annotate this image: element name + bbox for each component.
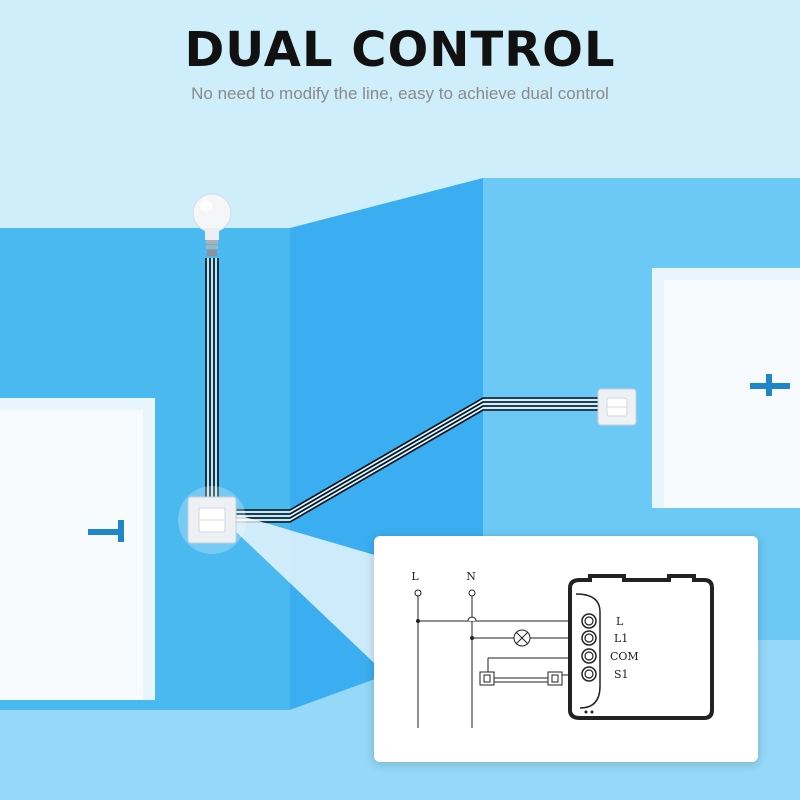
light-bulb-icon [192, 193, 232, 256]
wiring-diagram-card: L N [374, 536, 758, 762]
wall-switch-remote [597, 388, 637, 426]
page-subtitle: No need to modify the line, easy to achi… [191, 84, 609, 103]
page-title: DUAL CONTROL [184, 22, 616, 78]
terminal-screw-icon [581, 630, 597, 646]
left-door [0, 398, 155, 700]
supply-label-l: L [411, 570, 419, 583]
terminal-label-com: COM [610, 650, 639, 663]
door-handle-icon [88, 529, 122, 535]
wall-switch-main [178, 486, 246, 554]
callout-beam [232, 515, 392, 680]
switch-symbol-icon [547, 671, 563, 686]
smart-switch-module [568, 574, 714, 720]
switch-symbol-icon [479, 671, 495, 686]
terminal-screw-icon [581, 613, 597, 629]
terminal-screw-icon [581, 666, 597, 682]
terminal-label-l1: L1 [614, 632, 628, 645]
supply-label-n: N [466, 570, 476, 583]
lamp-symbol-icon [513, 629, 531, 647]
right-door [652, 268, 800, 508]
wire-bundle-diagonal [236, 397, 600, 523]
wiring-diagram: L N [411, 570, 714, 728]
terminal-label-l: L [616, 615, 624, 628]
terminal-label-s1: S1 [614, 668, 629, 681]
wire-bundle-vertical [205, 258, 219, 508]
terminal-screw-icon [581, 648, 597, 664]
